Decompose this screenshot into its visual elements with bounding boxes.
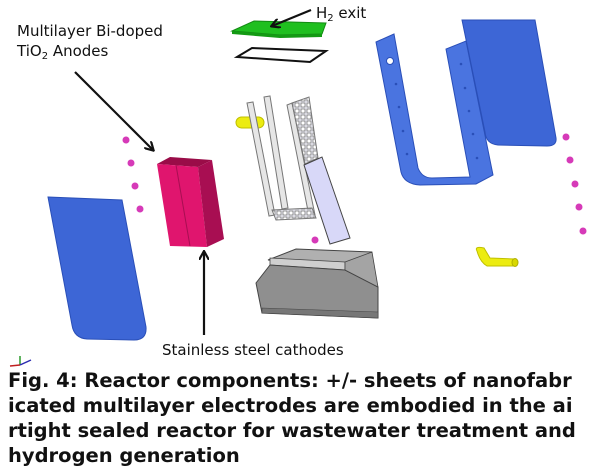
caption-line: icated multilayer electrodes are embodie…: [8, 394, 573, 417]
axis-triad-icon: [9, 356, 32, 367]
cathodes-label: Stainless steel cathodes: [162, 341, 344, 359]
magenta-anode-block: [157, 157, 224, 247]
anodes-arrow: [74, 71, 153, 150]
caption-line: Fig. 4: Reactor components: +/- sheets o…: [8, 369, 572, 392]
gray-reactor-base: [255, 248, 379, 319]
h2-subscript: 2: [327, 13, 334, 24]
anodes-label-line2: TiO2 Anodes: [17, 41, 163, 62]
h2-symbol: H: [316, 4, 328, 22]
caption-line: hydrogen generation: [8, 444, 240, 467]
center-bolt: [311, 236, 319, 244]
caption-line: rtight sealed reactor for wastewater tre…: [8, 419, 576, 442]
figure-caption: Fig. 4: Reactor components: +/- sheets o…: [8, 368, 598, 468]
h2-exit-text: exit: [333, 4, 367, 22]
blue-end-plate-right: [461, 19, 557, 147]
blue-end-plate-left: [47, 196, 147, 341]
blue-u-bracket: [375, 33, 494, 186]
yellow-pipe-outlet: [475, 246, 519, 267]
h2-exit-arrow: [272, 8, 312, 26]
anodes-formula: TiO: [17, 42, 42, 60]
anodes-formula-subscript: 2: [41, 51, 49, 62]
anodes-label-line1: Multilayer Bi-doped: [17, 22, 163, 40]
h2-exit-label: H2 exit: [316, 3, 367, 24]
gasket-frame: [233, 46, 330, 64]
bolts-right: [562, 133, 587, 235]
anodes-label: Multilayer Bi-doped TiO2 Anodes: [17, 21, 163, 62]
electrode-frame: [246, 95, 351, 245]
bolts-left: [122, 136, 144, 213]
anodes-label-suffix: Anodes: [48, 42, 109, 60]
